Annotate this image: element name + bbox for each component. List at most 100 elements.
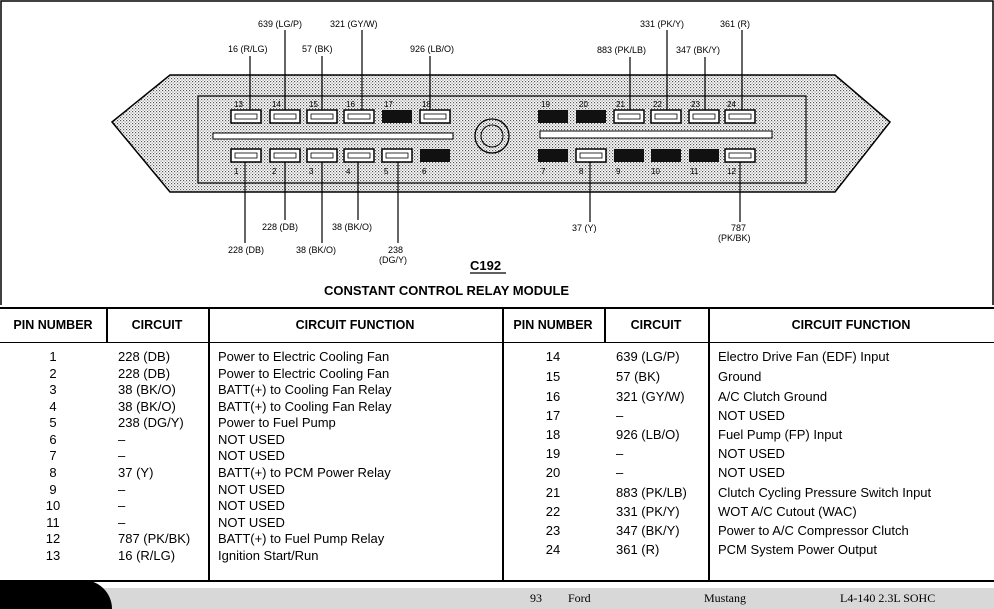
pin-number-cell: 14	[545, 349, 561, 364]
pin-number-cell: 8	[49, 464, 57, 480]
pin-number-20: 20	[579, 100, 588, 109]
circuit-function-cell: WOT A/C Cutout (WAC)	[718, 503, 857, 519]
pin-number-cell: 16	[545, 388, 561, 404]
table-filler	[0, 564, 502, 581]
circuit-cell: –	[118, 481, 126, 497]
circuit-cell: 331 (PK/Y)	[616, 503, 680, 519]
circuit-function-cell: BATT(+) to Cooling Fan Relay	[218, 398, 392, 414]
pin-number-23: 23	[691, 100, 700, 109]
circuit-function-cell: Fuel Pump (FP) Input	[718, 427, 843, 443]
pin-number-15: 15	[309, 100, 318, 109]
circuit-cell: 238 (DG/Y)	[118, 415, 184, 431]
circuit-function-cell: Power to Fuel Pump	[218, 415, 336, 431]
wire-label-8: 37 (Y)	[572, 223, 597, 233]
pin-number-22: 22	[653, 100, 662, 109]
wire-label-5-color: (DG/Y)	[379, 255, 407, 265]
table-row: 20–NOT USED	[502, 465, 994, 484]
pin-number-cell: 13	[45, 547, 61, 563]
table-divider	[708, 308, 710, 581]
terminal-22	[650, 109, 682, 124]
pin-number-13: 13	[234, 100, 243, 109]
header-pin-number: PIN NUMBER	[502, 308, 604, 343]
terminal-24	[724, 109, 756, 124]
pin-number-10: 10	[651, 167, 660, 176]
pin-number-cell: 11	[46, 514, 60, 530]
circuit-function-cell: Clutch Cycling Pressure Switch Input	[718, 484, 932, 500]
circuit-cell: –	[616, 446, 624, 462]
pin-number-cell: 17	[545, 407, 561, 423]
circuit-cell: 787 (PK/BK)	[118, 531, 191, 547]
pin-number-cell: 22	[545, 503, 561, 519]
circuit-function-cell: PCM System Power Output	[718, 542, 877, 558]
wire-label-16: 321 (GY/W)	[330, 19, 378, 29]
table-row: 11–NOT USED	[0, 515, 502, 532]
pin-number-cell: 4	[49, 398, 57, 414]
circuit-function-cell: Ground	[718, 369, 762, 385]
status-page: 93	[530, 591, 542, 605]
circuit-function-cell: BATT(+) to PCM Power Relay	[218, 464, 391, 480]
pin-number-cell: 23	[545, 523, 561, 539]
circuit-function-cell: BATT(+) to Cooling Fan Relay	[218, 382, 392, 398]
table-rule-bottom	[0, 580, 994, 582]
wire-label-4: 38 (BK/O)	[332, 222, 372, 232]
terminal-12	[724, 148, 756, 163]
pin-number-cell: 9	[49, 481, 57, 497]
circuit-function-cell: Power to A/C Compressor Clutch	[718, 523, 909, 539]
terminal-9-blocked	[614, 149, 644, 162]
wire-label-12-circuit: 787	[731, 223, 746, 233]
wire-label-3: 38 (BK/O)	[296, 245, 336, 255]
status-make: Ford	[568, 591, 591, 605]
circuit-function-cell: NOT USED	[718, 407, 785, 423]
wire-label-24: 361 (R)	[720, 19, 750, 29]
circuit-function-cell: NOT USED	[218, 448, 285, 464]
circuit-function-cell: Power to Electric Cooling Fan	[218, 365, 390, 381]
pin-number-cell: 1	[49, 349, 57, 364]
table-row: 7–NOT USED	[0, 448, 502, 465]
wire-label-21: 883 (PK/LB)	[597, 45, 646, 55]
wire-label-1: 228 (DB)	[228, 245, 264, 255]
diagram-frame	[0, 0, 994, 305]
pin-number-14: 14	[272, 100, 281, 109]
terminal-5	[381, 148, 413, 163]
circuit-cell: 57 (BK)	[616, 369, 661, 385]
terminal-16	[343, 109, 375, 124]
wire-label-22: 331 (PK/Y)	[640, 19, 684, 29]
pin-number-4: 4	[346, 167, 351, 176]
pin-number-8: 8	[579, 167, 584, 176]
table-divider	[502, 308, 504, 581]
circuit-cell: 38 (BK/O)	[118, 382, 176, 398]
status-model: Mustang	[704, 591, 746, 605]
table-row: 22 331 (PK/Y) WOT A/C Cutout (WAC)	[502, 504, 994, 523]
header-pin-number: PIN NUMBER	[0, 308, 106, 343]
pin-number-1: 1	[234, 167, 239, 176]
pin-number-16: 16	[346, 100, 355, 109]
circuit-cell: 321 (GY/W)	[616, 388, 685, 404]
center-bolt-inner	[480, 124, 504, 148]
module-title: CONSTANT CONTROL RELAY MODULE	[324, 283, 569, 298]
pin-number-6: 6	[422, 167, 427, 176]
pin-number-cell: 12	[45, 531, 61, 547]
pin-number-cell: 6	[49, 431, 57, 447]
pin-number-cell: 7	[49, 448, 57, 464]
terminal-14	[269, 109, 301, 124]
terminal-18	[419, 109, 451, 124]
pin-number-cell: 18	[545, 427, 561, 443]
connector-id: C192	[470, 258, 501, 273]
circuit-function-cell: A/C Clutch Ground	[718, 388, 828, 404]
wire-label-12-color: (PK/BK)	[718, 233, 751, 243]
header-circuit-function: CIRCUIT FUNCTION	[208, 308, 502, 343]
circuit-cell: 228 (DB)	[118, 349, 171, 364]
circuit-cell: –	[616, 465, 624, 481]
circuit-function-cell: NOT USED	[218, 481, 285, 497]
status-engine: L4-140 2.3L SOHC	[840, 591, 936, 605]
table-row: 19–NOT USED	[502, 446, 994, 465]
